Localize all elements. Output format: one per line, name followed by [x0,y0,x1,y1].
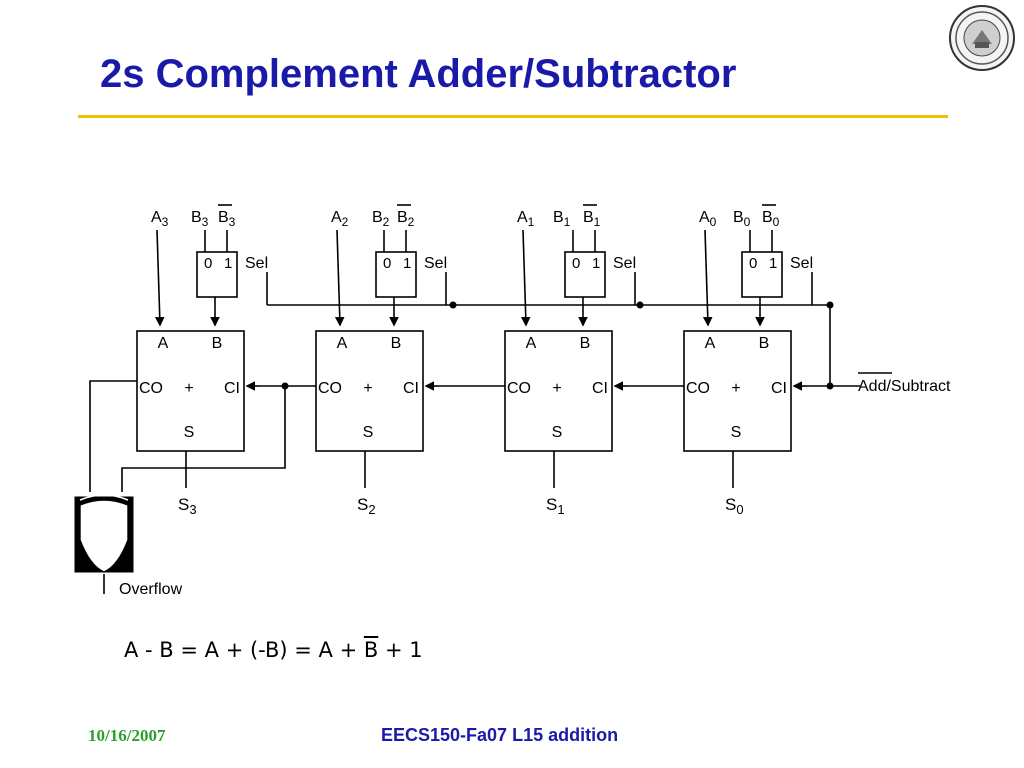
adder-port-co: CO [686,380,710,397]
junction-dot [826,301,834,309]
adder-port-s: S [552,424,563,441]
xor-gate-shape [79,499,129,573]
adder-op: + [184,380,193,397]
wiring [89,204,892,594]
xor-gate-arc [79,494,129,501]
input-a-label: A0 [699,209,717,229]
input-b-label: B0 [733,209,751,229]
mux-input-1: 1 [592,255,600,272]
formula-b-bar: B [363,638,379,662]
adder-port-s: S [731,424,742,441]
overflow-label: Overflow [119,581,183,598]
adder-block [683,330,792,452]
input-b-label: B1 [553,209,571,229]
adder-op: + [363,380,372,397]
input-a-label: A3 [151,209,169,229]
mux-sel-label: Sel [245,255,268,272]
carry-in-msb-wire [121,386,286,492]
adder-port-ci: CI [771,380,787,397]
mux-block [196,251,238,298]
mux-input-0: 0 [383,255,391,272]
input-b-bar-label: B3 [218,209,236,229]
mux-input-1: 1 [224,255,232,272]
add-subtract-label: Add/Subtract [858,378,951,395]
footer-date: 10/16/2007 [88,726,166,745]
input-b-bar-label: B0 [762,209,780,229]
mux-input-1: 1 [769,255,777,272]
adder-op: + [731,380,740,397]
sum-output-label: S1 [546,495,565,517]
junction-dot [826,382,834,390]
mux-input-1: 1 [403,255,411,272]
input-a-label: A1 [517,209,535,229]
a-input-wire [520,229,531,327]
adder-port-co: CO [318,380,342,397]
adder-port-a: A [526,335,537,352]
mux-input-0: 0 [204,255,212,272]
adder-port-b: B [391,335,402,352]
input-b-bar-label: B2 [397,209,415,229]
adder-port-co: CO [507,380,531,397]
adder-block [315,330,424,452]
adder-port-b: B [759,335,770,352]
slide-title: 2s Complement Adder/Subtractor [100,52,737,96]
adder-port-a: A [337,335,348,352]
adder-port-ci: CI [592,380,608,397]
input-b-label: B2 [372,209,390,229]
junction-dot [636,301,644,309]
input-a-label: A2 [331,209,349,229]
mux-block [375,251,417,298]
formula-left: A - B = A + (-B) = A + [124,638,364,662]
sum-output-label: S3 [178,495,197,517]
adder-port-co: CO [139,380,163,397]
adder-port-a: A [705,335,716,352]
adder-port-ci: CI [403,380,419,397]
sum-output-label: S0 [725,495,744,517]
input-b-bar-label: B1 [583,209,601,229]
carry-out-wire [89,380,137,492]
sum-output-label: S2 [357,495,376,517]
junction-dot [449,301,457,309]
subtraction-formula: A - B = A + (-B) = A + B + 1 [124,638,423,662]
a-input-wire [334,229,345,327]
a-input-wire [702,229,713,327]
mux-block [564,251,606,298]
junction-dot [281,382,289,390]
adder-op: + [552,380,561,397]
mux-sel-label: Sel [613,255,636,272]
mux-sel-label: Sel [424,255,447,272]
input-b-label: B3 [191,209,209,229]
adder-block [504,330,613,452]
blocks [74,251,834,573]
formula-right: + 1 [378,638,423,662]
adder-port-s: S [184,424,195,441]
mux-block [741,251,783,298]
mux-input-0: 0 [572,255,580,272]
mux-input-0: 0 [749,255,757,272]
adder-port-s: S [363,424,374,441]
adder-block [136,330,245,452]
footer-course: EECS150-Fa07 L15 addition [381,725,619,745]
adder-port-b: B [212,335,223,352]
adder-port-a: A [158,335,169,352]
adder-port-b: B [580,335,591,352]
adder-port-ci: CI [224,380,240,397]
mux-sel-label: Sel [790,255,813,272]
university-seal-icon [949,5,1015,71]
title-underline [78,115,948,118]
a-input-wire [154,229,165,327]
